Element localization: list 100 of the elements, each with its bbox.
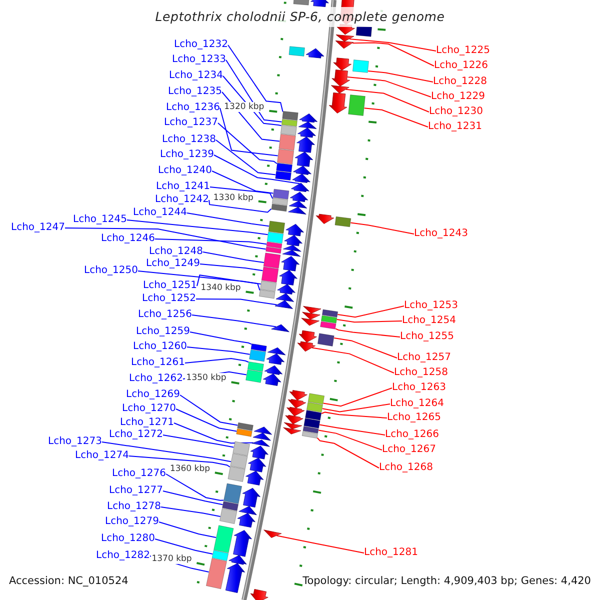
gene-label: Lcho_1242 xyxy=(155,194,209,206)
gene-feature xyxy=(281,118,317,129)
tick-label: 1360 kbp xyxy=(168,464,211,474)
leader-line xyxy=(336,319,402,323)
gene-label: Lcho_1261 xyxy=(131,357,185,369)
leader-line xyxy=(160,506,221,517)
leader-line xyxy=(200,264,264,272)
gene-feature xyxy=(212,550,247,565)
gene-label: Lcho_1280 xyxy=(101,533,155,545)
gene-feature xyxy=(286,406,322,421)
gene-label: Lcho_1228 xyxy=(433,76,487,88)
gene-label: Lcho_1249 xyxy=(146,258,200,270)
gene-label: Lcho_1233 xyxy=(172,54,226,66)
leader-line xyxy=(138,270,262,284)
gene-feature xyxy=(288,46,324,58)
gene-feature xyxy=(266,242,302,252)
leader-line xyxy=(186,212,270,227)
gene-feature xyxy=(246,369,282,386)
leader-line xyxy=(208,200,272,213)
gene-label: Lcho_1264 xyxy=(390,398,444,410)
gene-label: Lcho_1255 xyxy=(400,331,454,343)
gene-feature xyxy=(237,422,272,435)
gene-feature xyxy=(228,466,264,486)
tick-label: 1350 kbp xyxy=(185,373,228,384)
gene-label: Lcho_1282 xyxy=(96,550,150,562)
gene-feature xyxy=(249,349,284,365)
gene-feature xyxy=(271,204,306,214)
leader-line xyxy=(196,298,278,306)
gene-feature xyxy=(258,290,294,302)
leader-line xyxy=(126,220,268,236)
gene-label: Lcho_1272 xyxy=(109,429,163,441)
gene-label: Lcho_1278 xyxy=(107,501,161,513)
leader-line xyxy=(312,347,394,374)
leader-line xyxy=(337,306,404,318)
gene-label: Lcho_1246 xyxy=(101,233,155,245)
leader-line xyxy=(174,422,254,444)
gene-feature xyxy=(282,110,318,123)
gene-label: Lcho_1225 xyxy=(436,45,490,57)
gene-label: Lcho_1270 xyxy=(122,403,176,415)
gene-label: Lcho_1260 xyxy=(133,341,187,353)
gene-label: Lcho_1236 xyxy=(166,102,220,114)
gene-feature xyxy=(336,34,354,42)
gene-label: Lcho_1267 xyxy=(382,444,436,456)
leader-line xyxy=(176,408,238,432)
gene-feature xyxy=(250,343,286,356)
gene-label: Lcho_1230 xyxy=(429,106,483,118)
gene-feature xyxy=(297,341,316,352)
gene-label: Lcho_1252 xyxy=(142,293,196,305)
gene-feature xyxy=(272,188,308,202)
leader-line xyxy=(158,522,216,538)
leader-line xyxy=(64,228,266,250)
gene-label: Lcho_1271 xyxy=(120,417,174,429)
leader-line xyxy=(154,538,214,554)
gene-feature xyxy=(252,440,270,447)
gene-feature xyxy=(266,246,301,257)
gene-label: Lcho_1256 xyxy=(138,309,192,321)
gene-feature xyxy=(288,399,323,413)
gene-feature xyxy=(260,280,296,294)
gene-label: Lcho_1253 xyxy=(404,300,458,312)
gene-label: Lcho_1281 xyxy=(364,547,418,559)
gene-feature xyxy=(230,453,266,472)
gene-feature xyxy=(289,390,325,405)
leader-line xyxy=(334,338,398,358)
tick-label: 1370 kbp xyxy=(150,554,193,564)
leader-line xyxy=(212,170,274,194)
gene-feature xyxy=(263,252,300,272)
gene-feature xyxy=(276,162,312,175)
leader-line xyxy=(162,434,234,448)
gene-feature xyxy=(223,483,260,508)
gene-feature xyxy=(272,198,308,208)
gene-feature xyxy=(274,300,293,309)
gene-label: Lcho_1279 xyxy=(105,516,159,528)
gene-feature xyxy=(280,124,316,138)
gene-feature xyxy=(283,427,318,439)
leader-line xyxy=(319,424,386,436)
gene-label: Lcho_1232 xyxy=(174,39,228,51)
gene-label: Lcho_1277 xyxy=(109,485,163,497)
tick-label: 1330 kbp xyxy=(212,192,254,203)
gene-feature xyxy=(284,422,319,434)
leader-line xyxy=(184,358,249,364)
gene-label: Lcho_1273 xyxy=(48,436,102,448)
gene-label: Lcho_1231 xyxy=(428,121,482,133)
leader-line xyxy=(352,42,434,66)
gene-label: Lcho_1235 xyxy=(168,86,222,98)
gene-label: Lcho_1239 xyxy=(160,149,214,161)
gene-label: Lcho_1258 xyxy=(394,367,448,379)
gene-feature xyxy=(236,428,271,441)
gene-label: Lcho_1248 xyxy=(149,246,203,258)
gene-label: Lcho_1265 xyxy=(387,412,441,424)
leader-line xyxy=(186,346,250,355)
gene-feature xyxy=(278,134,315,153)
leader-line xyxy=(322,388,392,407)
leader-line xyxy=(190,332,252,345)
gene-feature xyxy=(301,318,336,330)
leader-line xyxy=(216,140,276,176)
leader-line xyxy=(180,394,238,426)
gene-feature xyxy=(303,306,338,318)
gene-feature xyxy=(266,232,302,246)
gene-label: Lcho_1274 xyxy=(75,450,129,462)
leader-line xyxy=(346,76,432,98)
